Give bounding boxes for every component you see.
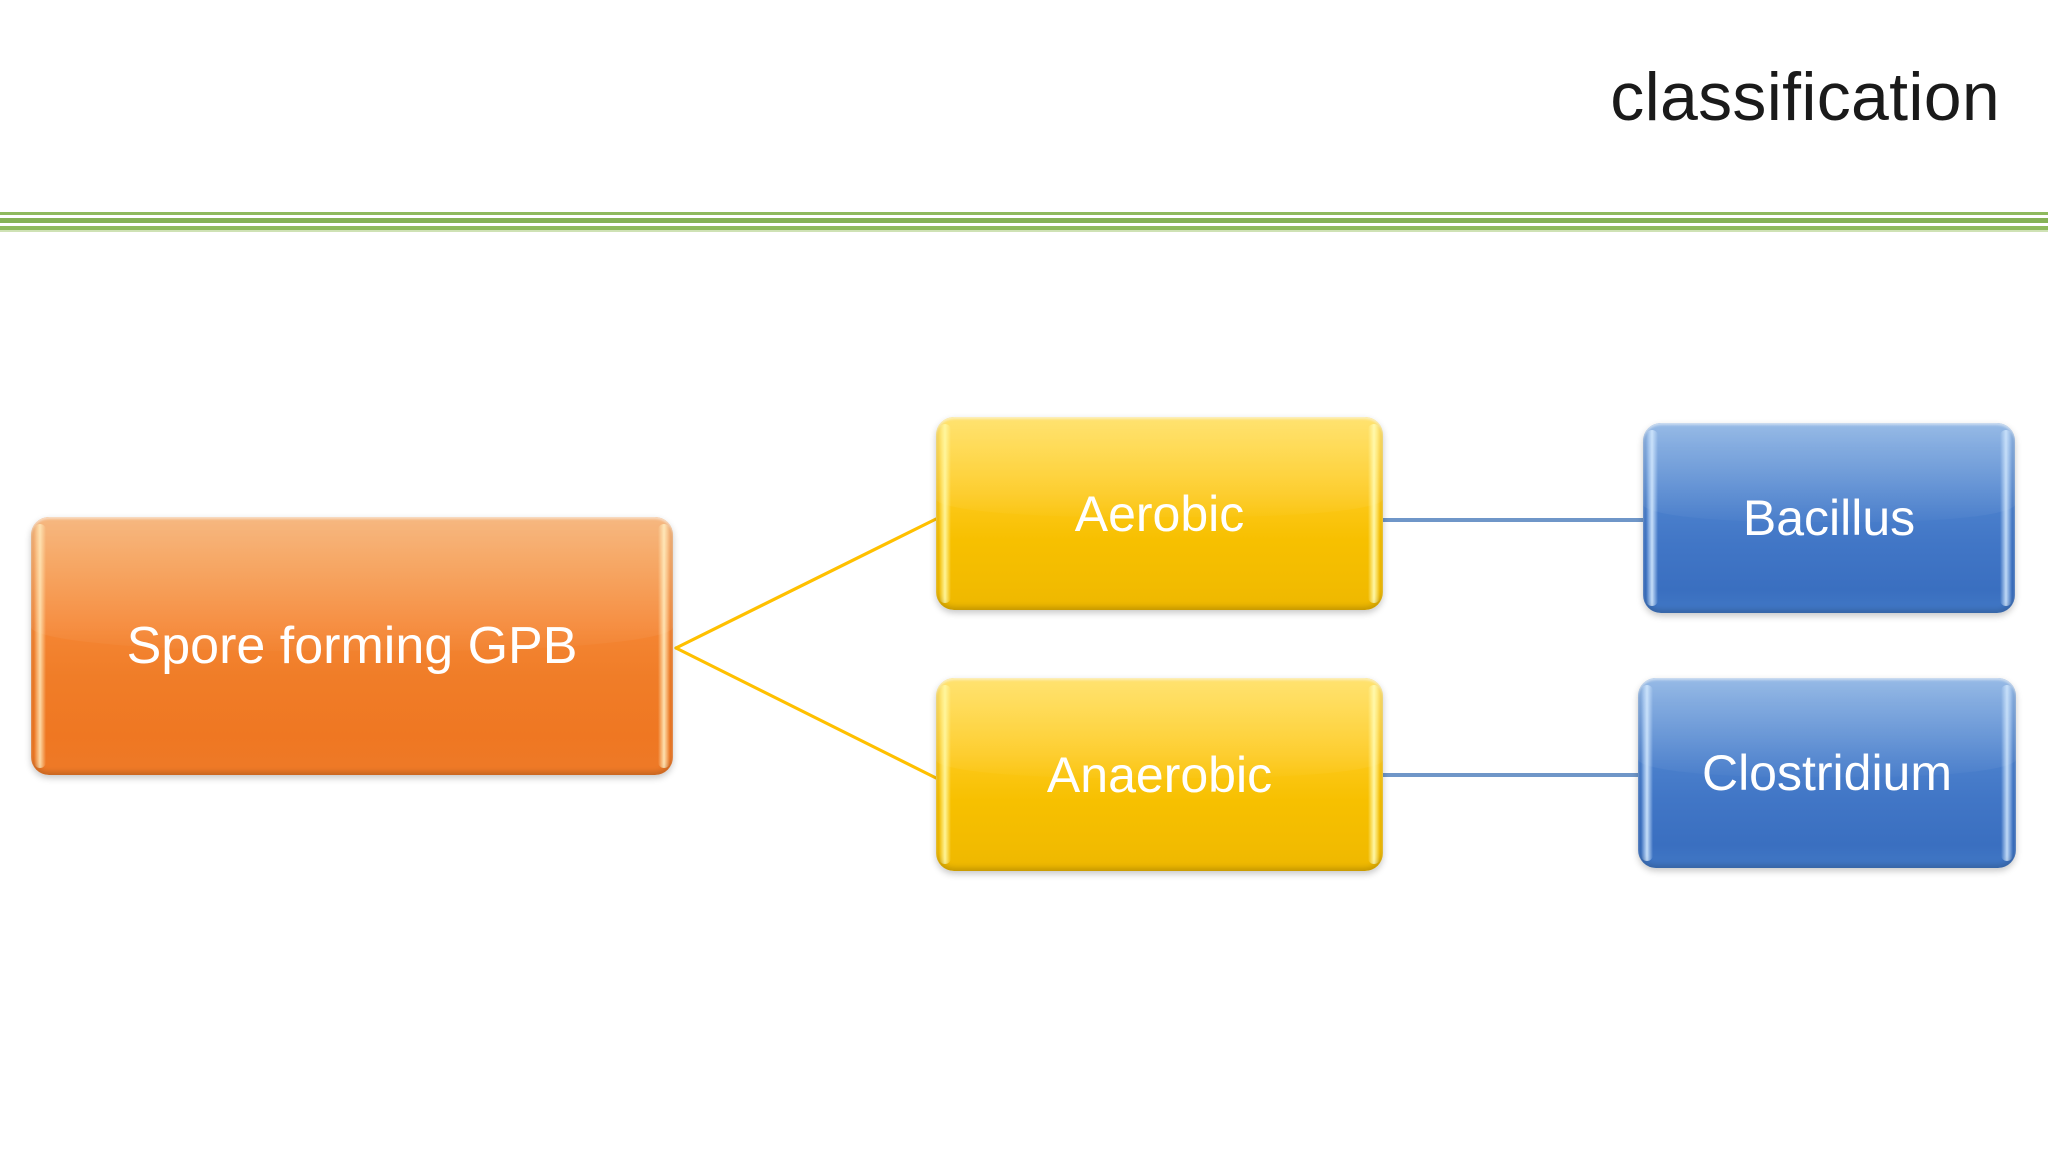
divider-line-3: [0, 218, 2048, 223]
page-title: classification: [1610, 59, 2000, 135]
bevel-right: [1368, 424, 1380, 603]
node-aerobic[interactable]: Aerobic: [936, 417, 1383, 610]
divider-line-6: [0, 230, 2048, 232]
divider-line-4: [0, 223, 2048, 226]
node-clostridium[interactable]: Clostridium: [1638, 678, 2016, 868]
connector-root-to-aerobic: [674, 517, 938, 650]
connector-root-to-anaerobic: [674, 646, 938, 780]
bevel-right: [658, 524, 670, 768]
node-label: Aerobic: [1074, 485, 1245, 542]
divider-line-5: [0, 226, 2048, 230]
bevel-left: [939, 424, 951, 603]
node-anaerobic[interactable]: Anaerobic: [936, 678, 1383, 871]
bevel-left: [1646, 430, 1658, 606]
bevel-left: [34, 524, 46, 768]
node-bacillus[interactable]: Bacillus: [1643, 423, 2015, 613]
bevel-left: [939, 685, 951, 864]
divider-line-1: [0, 212, 2048, 215]
bevel-right: [2000, 430, 2012, 606]
bevel-left: [1641, 685, 1653, 861]
bevel-right: [1368, 685, 1380, 864]
node-label: Spore forming GPB: [126, 617, 578, 675]
node-spore-forming-gpb[interactable]: Spore forming GPB: [31, 517, 673, 775]
divider-line-2: [0, 216, 2048, 218]
bevel-right: [2001, 685, 2013, 861]
node-label: Anaerobic: [1046, 746, 1273, 803]
node-label: Bacillus: [1742, 490, 1916, 546]
title-divider: [0, 212, 2048, 234]
node-label: Clostridium: [1701, 745, 1953, 801]
